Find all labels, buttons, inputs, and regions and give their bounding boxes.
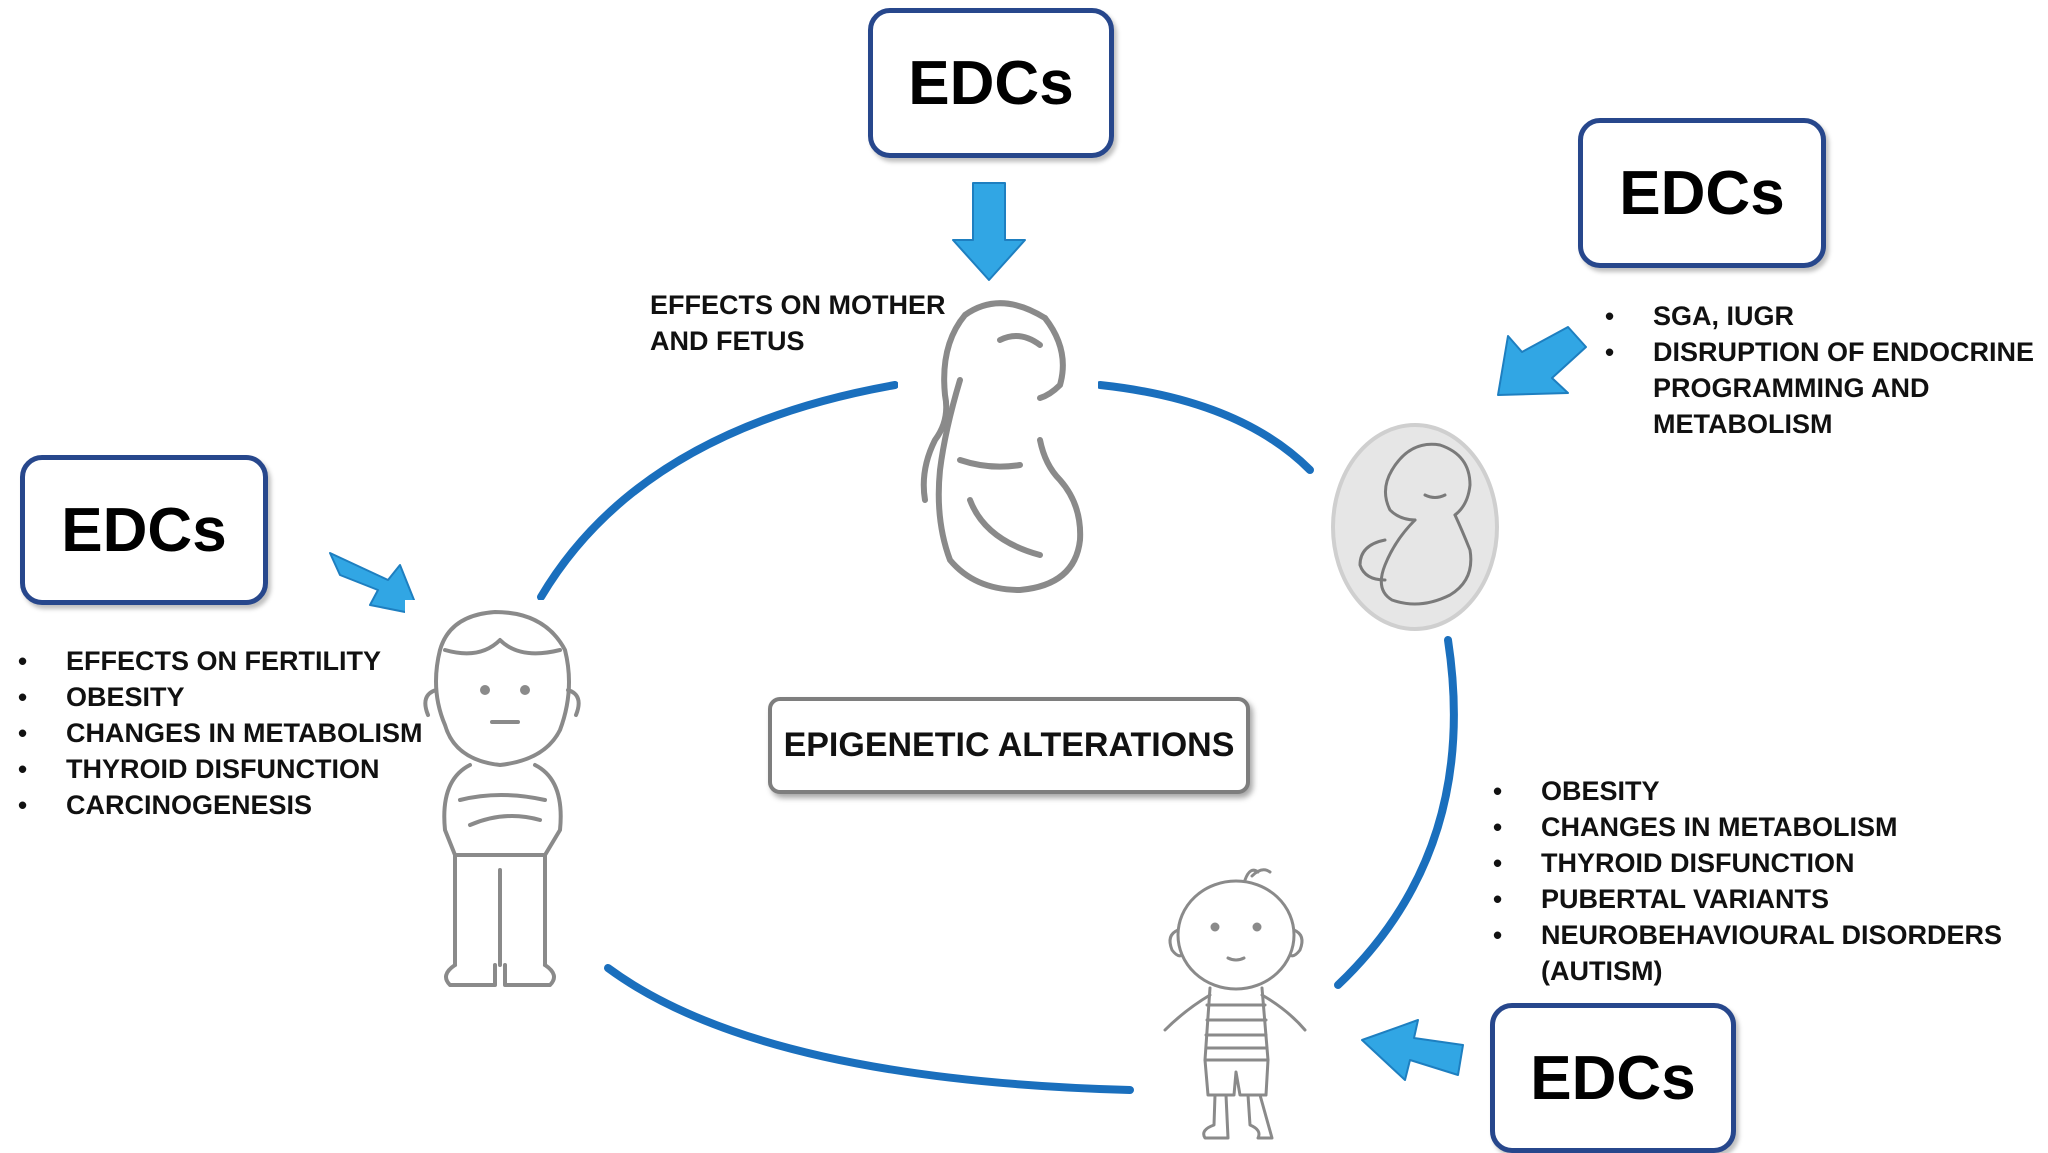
fetus-effects-list: SGA, IUGR DISRUPTION OF ENDOCRINE PROGRA…: [1605, 298, 2034, 442]
arrow-down-right-icon: [329, 552, 421, 616]
list-item: CHANGES IN METABOLISM: [1493, 809, 2002, 845]
list-item-text: (AUTISM): [1541, 956, 1663, 986]
cycle-arc-bottom: [604, 964, 1134, 1094]
list-item-continuation: PROGRAMMING AND: [1605, 370, 2034, 406]
adolescent-boy-icon: [405, 600, 600, 1010]
list-item: THYROID DISFUNCTION: [1493, 845, 2002, 881]
edcs-label: EDCs: [908, 48, 1074, 118]
list-item: DISRUPTION OF ENDOCRINE: [1605, 334, 2034, 370]
list-item: EFFECTS ON FERTILITY: [18, 643, 423, 679]
cycle-arc-right: [1334, 636, 1458, 989]
list-item-continuation: METABOLISM: [1605, 406, 2034, 442]
note-line: AND FETUS: [650, 326, 805, 356]
child-effects-list: OBESITY CHANGES IN METABOLISM THYROID DI…: [1493, 773, 2002, 989]
list-item: CHANGES IN METABOLISM: [18, 715, 423, 751]
cycle-arc-top-left: [537, 381, 899, 601]
list-item: THYROID DISFUNCTION: [18, 751, 423, 787]
list-item: OBESITY: [1493, 773, 2002, 809]
list-item: SGA, IUGR: [1605, 298, 2034, 334]
list-item-text: METABOLISM: [1653, 409, 1833, 439]
list-item: CARCINOGENESIS: [18, 787, 423, 823]
note-line: EFFECTS ON MOTHER: [650, 290, 946, 320]
edcs-box-top: EDCs: [868, 8, 1114, 158]
pregnant-mother-icon: [898, 290, 1098, 610]
edcs-box-left: EDCs: [20, 455, 268, 605]
center-label: EPIGENETIC ALTERATIONS: [783, 726, 1235, 764]
edcs-label: EDCs: [1619, 158, 1785, 228]
list-item-text: PROGRAMMING AND: [1653, 373, 1930, 403]
adolescent-effects-list: EFFECTS ON FERTILITY OBESITY CHANGES IN …: [18, 643, 423, 823]
edcs-box-top-right: EDCs: [1578, 118, 1826, 268]
young-child-icon: [1145, 860, 1315, 1150]
edcs-box-bottom-right: EDCs: [1490, 1003, 1736, 1153]
edcs-label: EDCs: [61, 495, 227, 565]
arrow-down-icon: [952, 182, 1026, 281]
cycle-arc-top-right: [1096, 381, 1314, 474]
list-item: NEUROBEHAVIOURAL DISORDERS: [1493, 917, 2002, 953]
life-cycle-circle: [537, 381, 1458, 1094]
list-item: PUBERTAL VARIANTS: [1493, 881, 2002, 917]
arrow-down-left-icon: [1497, 326, 1587, 396]
list-item-continuation: (AUTISM): [1493, 953, 2002, 989]
mother-effects-note: EFFECTS ON MOTHER AND FETUS: [650, 287, 946, 359]
list-item: OBESITY: [18, 679, 423, 715]
epigenetic-alterations-box: EPIGENETIC ALTERATIONS: [768, 697, 1250, 794]
fetus-icon: [1331, 423, 1499, 631]
arrow-left-icon: [1361, 1019, 1464, 1081]
edcs-label: EDCs: [1530, 1043, 1696, 1113]
